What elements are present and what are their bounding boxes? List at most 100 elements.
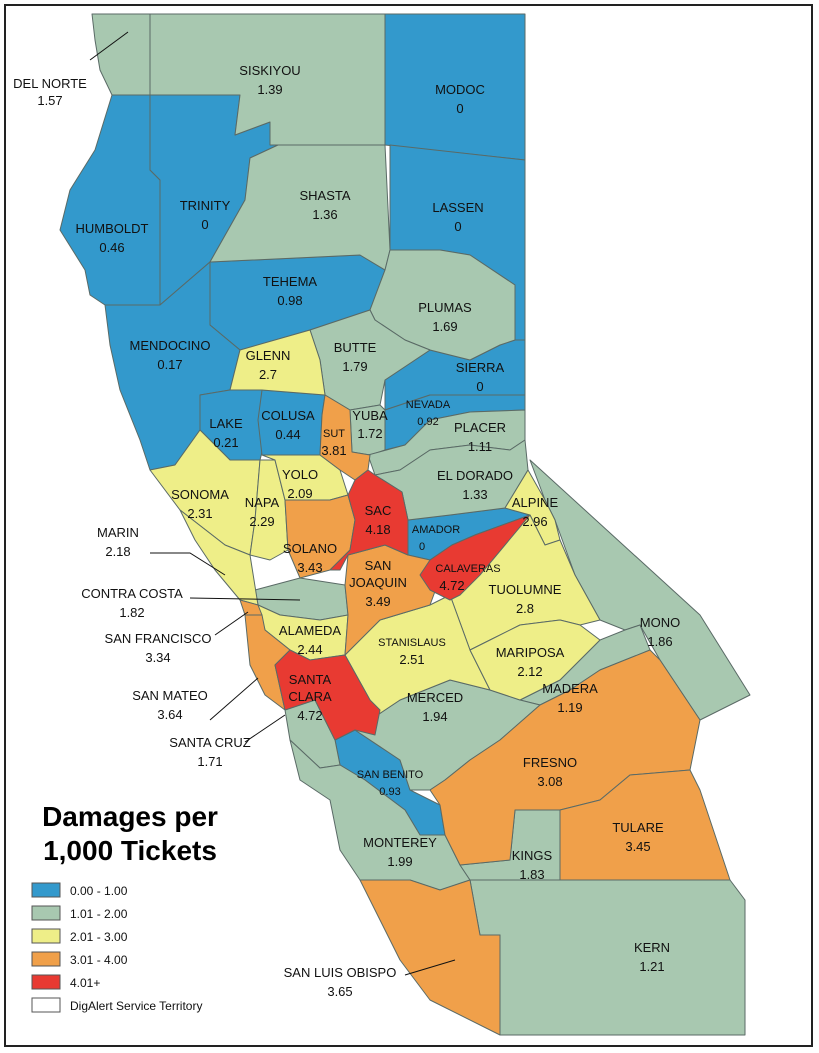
label-santa-clara-value: 4.72 — [297, 708, 322, 723]
label-mendocino-name: MENDOCINO — [130, 338, 211, 353]
county-sacramento[interactable] — [329, 469, 409, 571]
leader-marin — [150, 552, 226, 576]
label-san-joaquin-name-2: JOAQUIN — [349, 575, 407, 590]
label-del-norte-name: DEL NORTE — [13, 76, 87, 91]
label-monterey-value: 1.99 — [387, 854, 412, 869]
leader-san-francisco — [214, 611, 249, 636]
county-kern[interactable] — [469, 879, 746, 1036]
label-butte-value: 1.79 — [342, 359, 367, 374]
label-contra-costa-name: CONTRA COSTA — [81, 586, 183, 601]
legend-swatch-0 — [31, 882, 61, 898]
label-yuba-value: 1.72 — [357, 426, 382, 441]
leader-del-norte — [89, 31, 129, 61]
label-yolo-name: YOLO — [282, 467, 318, 482]
label-mariposa-value: 2.12 — [517, 664, 542, 679]
label-tulare-name: TULARE — [612, 820, 664, 835]
label-el-dorado-value: 1.33 — [462, 487, 487, 502]
county-tulare[interactable] — [559, 769, 731, 881]
label-colusa-name: COLUSA — [261, 408, 315, 423]
label-glenn-name: GLENN — [246, 348, 291, 363]
label-sutter-name: SUT — [323, 428, 345, 440]
leader-contra-costa — [189, 597, 301, 601]
label-amador-value: 0 — [419, 541, 425, 553]
legend-label-0: 0.00 - 1.00 — [70, 884, 128, 898]
label-san-mateo-value: 3.64 — [157, 707, 182, 722]
label-san-mateo-name: SAN MATEO — [132, 688, 208, 703]
label-plumas-value: 1.69 — [432, 319, 457, 334]
label-alameda-name: ALAMEDA — [279, 623, 341, 638]
county-calaveras[interactable] — [419, 514, 531, 601]
label-mono-value: 1.86 — [647, 634, 672, 649]
county-siskiyou[interactable] — [149, 13, 386, 146]
county-del-norte[interactable] — [91, 13, 151, 96]
label-humboldt-name: HUMBOLDT — [76, 221, 149, 236]
county-shasta[interactable] — [209, 144, 391, 271]
label-lassen-name: LASSEN — [432, 200, 483, 215]
label-el-dorado-name: EL DORADO — [437, 468, 513, 483]
legend-title-line1: Damages per — [42, 801, 218, 832]
leader-santa-cruz — [244, 714, 286, 743]
label-santa-cruz-value: 1.71 — [197, 754, 222, 769]
label-stanislaus-name: STANISLAUS — [378, 637, 446, 649]
label-san-benito-name: SAN BENITO — [357, 769, 424, 781]
leader-san-mateo — [209, 677, 259, 721]
legend-swatch-3 — [31, 951, 61, 967]
label-amador-name: AMADOR — [412, 524, 460, 536]
label-modoc-name: MODOC — [435, 82, 485, 97]
label-siskiyou-name: SISKIYOU — [239, 63, 300, 78]
label-tulare-value: 3.45 — [625, 839, 650, 854]
label-del-norte-value: 1.57 — [37, 93, 62, 108]
label-lassen-value: 0 — [454, 219, 461, 234]
label-lake-value: 0.21 — [213, 435, 238, 450]
label-modoc-value: 0 — [456, 101, 463, 116]
label-san-benito-value: 0.93 — [379, 786, 400, 798]
label-contra-costa-value: 1.82 — [119, 605, 144, 620]
label-shasta-name: SHASTA — [299, 188, 350, 203]
label-yuba-name: YUBA — [352, 408, 388, 423]
label-sacramento-name: SAC — [365, 503, 392, 518]
legend-label-3: 3.01 - 4.00 — [70, 953, 128, 967]
label-mariposa-name: MARIPOSA — [496, 645, 565, 660]
label-colusa-value: 0.44 — [275, 427, 300, 442]
leader-san-luis-obispo — [404, 959, 456, 976]
label-napa-name: NAPA — [245, 495, 280, 510]
label-kings-name: KINGS — [512, 848, 553, 863]
label-tuolumne-value: 2.8 — [516, 601, 534, 616]
label-yolo-value: 2.09 — [287, 486, 312, 501]
legend-swatch-4 — [31, 974, 61, 990]
legend-swatch-5 — [31, 997, 61, 1013]
label-placer-name: PLACER — [454, 420, 506, 435]
label-merced-value: 1.94 — [422, 709, 447, 724]
label-san-joaquin-name-1: SAN — [365, 558, 392, 573]
label-napa-value: 2.29 — [249, 514, 274, 529]
label-kern-name: KERN — [634, 940, 670, 955]
label-mendocino-value: 0.17 — [157, 357, 182, 372]
county-humboldt[interactable] — [59, 94, 161, 306]
label-stanislaus-value: 2.51 — [399, 652, 424, 667]
county-mariposa[interactable] — [469, 619, 601, 701]
label-marin-value: 2.18 — [105, 544, 130, 559]
county-santa-clara[interactable] — [274, 649, 381, 741]
label-kern-value: 1.21 — [639, 959, 664, 974]
county-san-luis-obispo[interactable] — [359, 879, 501, 1036]
legend: Damages per 1,000 Tickets 0.00 - 1.00 1.… — [31, 801, 218, 1013]
label-plumas-name: PLUMAS — [418, 300, 472, 315]
label-san-francisco-value: 3.34 — [145, 650, 170, 665]
label-sacramento-value: 4.18 — [365, 522, 390, 537]
label-trinity-name: TRINITY — [180, 198, 231, 213]
label-fresno-value: 3.08 — [537, 774, 562, 789]
label-tehema-value: 0.98 — [277, 293, 302, 308]
label-nevada-name: NEVADA — [406, 399, 451, 411]
label-merced-name: MERCED — [407, 690, 463, 705]
legend-swatch-1 — [31, 905, 61, 921]
label-solano-value: 3.43 — [297, 560, 322, 575]
label-shasta-value: 1.36 — [312, 207, 337, 222]
label-san-luis-obispo-name: SAN LUIS OBISPO — [284, 965, 397, 980]
label-calaveras-name: CALAVERAS — [435, 563, 500, 575]
label-san-joaquin-value: 3.49 — [365, 594, 390, 609]
label-butte-name: BUTTE — [334, 340, 377, 355]
label-san-francisco-name: SAN FRANCISCO — [105, 631, 212, 646]
label-siskiyou-value: 1.39 — [257, 82, 282, 97]
label-marin-name: MARIN — [97, 525, 139, 540]
